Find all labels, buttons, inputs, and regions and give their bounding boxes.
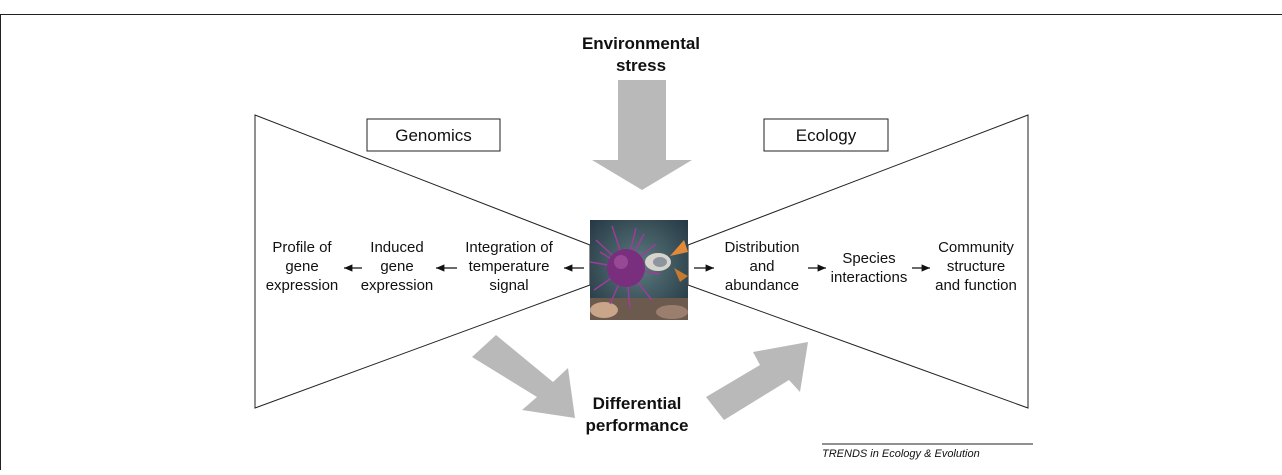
svg-text:gene: gene: [285, 258, 318, 275]
svg-text:Profile of: Profile of: [272, 239, 332, 256]
svg-text:and: and: [749, 258, 774, 275]
ecology-box: Ecology: [764, 119, 888, 151]
stress-arrow: [592, 80, 692, 190]
sea-urchin-photo: [590, 220, 688, 320]
performance-line-1: Differential: [593, 394, 682, 413]
svg-text:Induced: Induced: [370, 239, 423, 256]
genomics-label: Genomics: [395, 126, 472, 145]
svg-text:and function: and function: [935, 277, 1017, 294]
svg-text:signal: signal: [489, 277, 528, 294]
left-performance-arrow: [472, 335, 575, 418]
right-performance-arrow: [706, 342, 808, 420]
performance-line-2: performance: [586, 416, 689, 435]
svg-text:structure: structure: [947, 258, 1005, 275]
stress-title-line-2: stress: [616, 56, 666, 75]
stress-title-line-1: Environmental: [582, 34, 700, 53]
ecology-label: Ecology: [796, 126, 857, 145]
svg-text:Community: Community: [938, 239, 1014, 256]
credit-text: TRENDS in Ecology & Evolution: [822, 448, 980, 460]
svg-text:expression: expression: [361, 277, 434, 294]
svg-text:expression: expression: [266, 277, 339, 294]
svg-text:gene: gene: [380, 258, 413, 275]
svg-text:Integration of: Integration of: [465, 239, 553, 256]
svg-text:Species: Species: [842, 250, 895, 267]
svg-text:Distribution: Distribution: [724, 239, 799, 256]
svg-text:abundance: abundance: [725, 277, 799, 294]
svg-text:temperature: temperature: [469, 258, 550, 275]
svg-text:interactions: interactions: [831, 269, 908, 286]
label-community-structure-function: Community structure and function: [935, 239, 1017, 294]
genomics-box: Genomics: [367, 119, 500, 151]
